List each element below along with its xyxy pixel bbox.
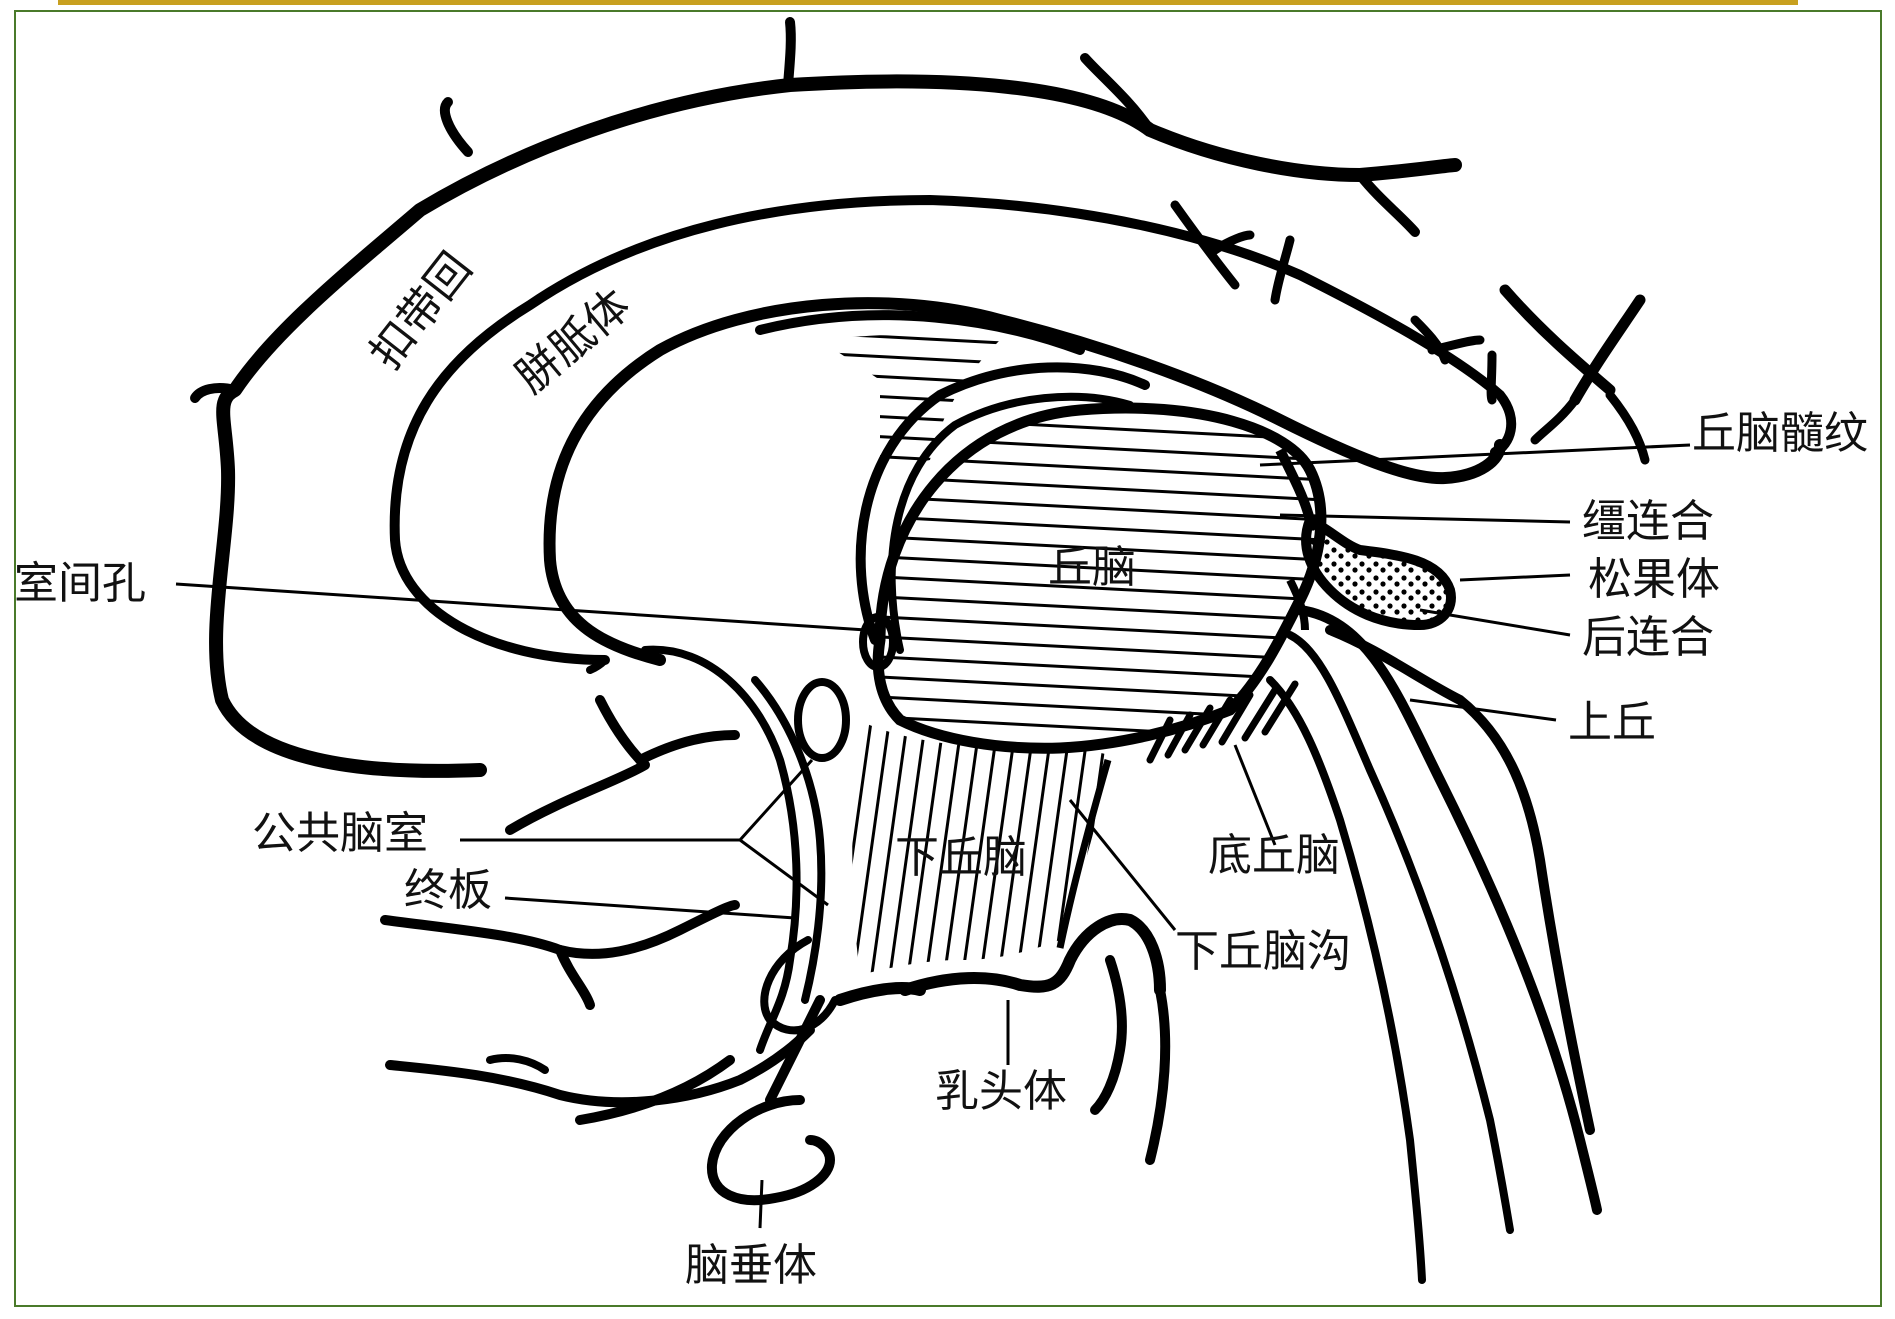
label-subthalamus: 底丘脑: [1208, 830, 1340, 881]
label-anterior-commissure: 公共脑室: [252, 808, 428, 859]
label-pineal-body: 松果体: [1588, 554, 1720, 605]
label-interventricular-foramen: 室间孔: [14, 558, 146, 609]
label-posterior-commissure: 后连合: [1582, 612, 1714, 663]
label-hypophysis: 脑垂体: [685, 1240, 817, 1291]
label-superior-colliculus: 上丘: [1568, 697, 1656, 748]
label-hypothalamic-sulcus: 下丘脑沟: [1175, 926, 1351, 977]
label-lamina-terminalis: 终板: [404, 865, 492, 916]
label-mammillary-body: 乳头体: [935, 1066, 1067, 1117]
label-stria-medullaris: 丘脑髓纹: [1692, 408, 1868, 459]
label-hypothalamus: 下丘脑: [895, 832, 1027, 883]
label-habenular-commissure: 缰连合: [1582, 496, 1714, 547]
label-thalamus: 丘脑: [1048, 542, 1136, 593]
